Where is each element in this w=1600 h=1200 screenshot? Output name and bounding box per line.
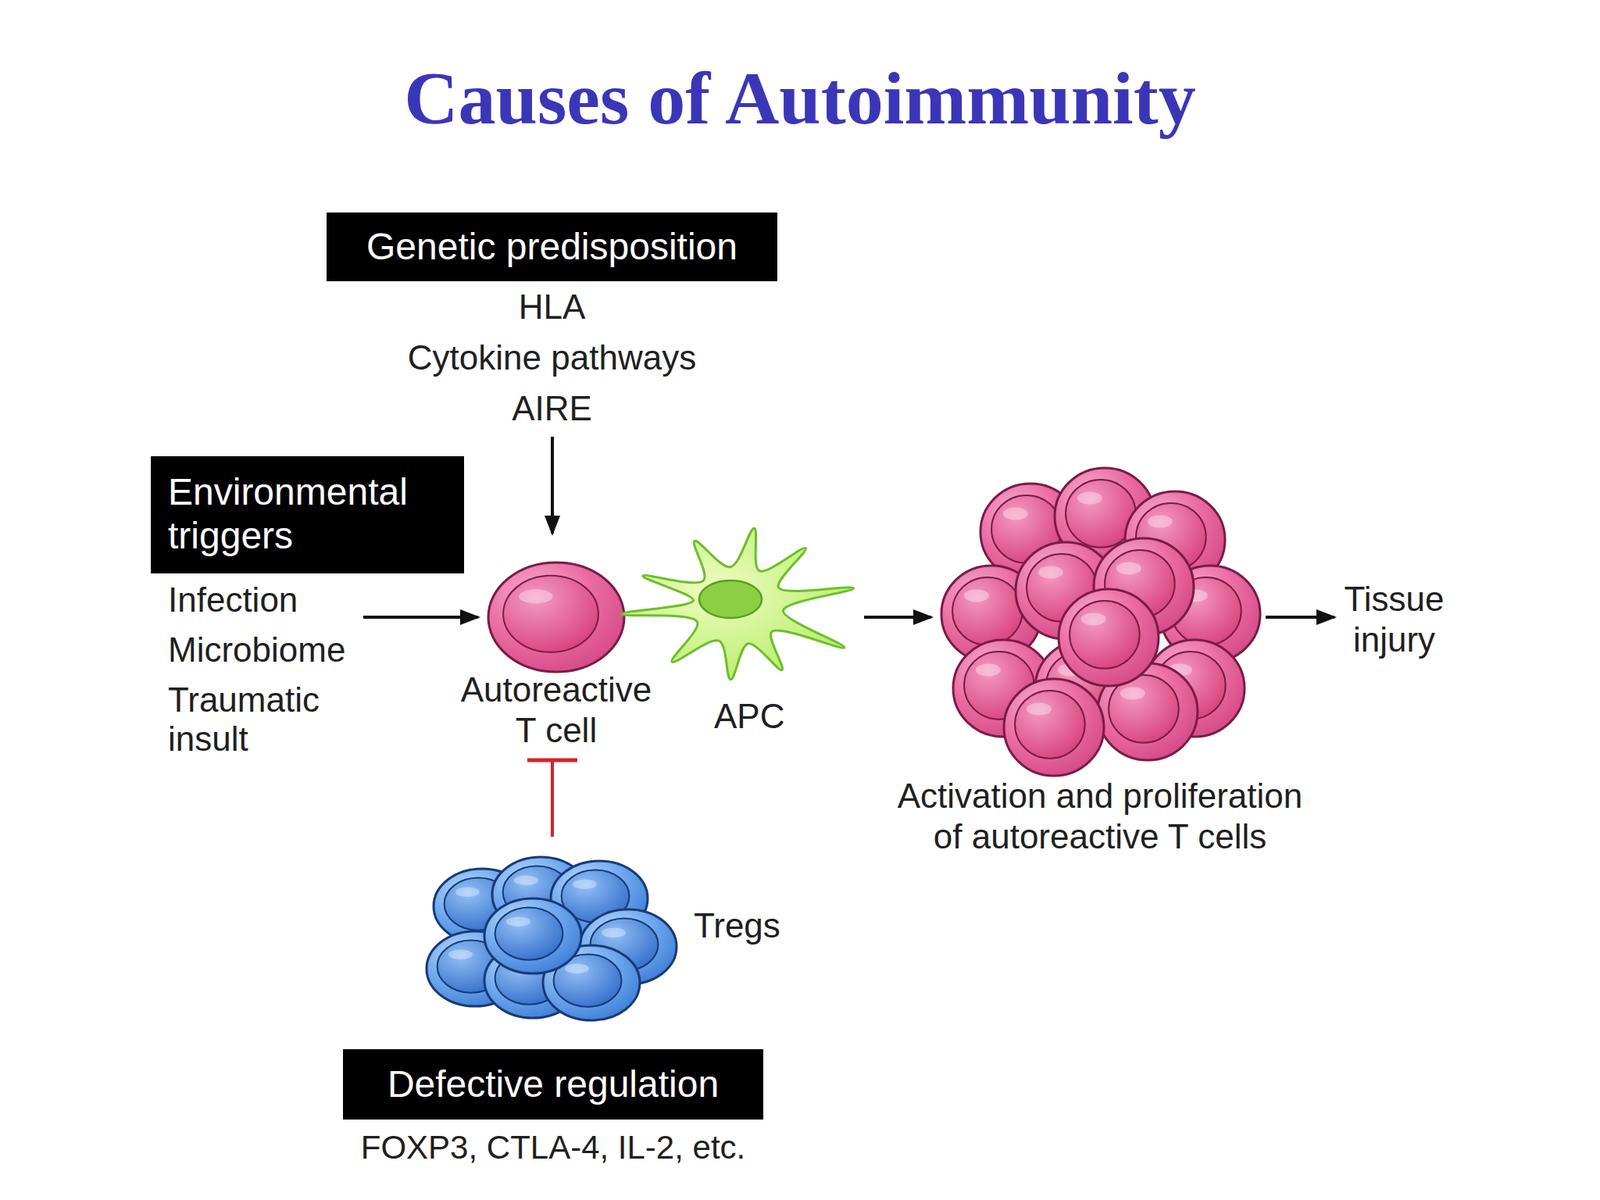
outcome-text: Tissue injury xyxy=(1337,578,1451,661)
factor-item: Cytokine pathways xyxy=(326,332,778,383)
cell-highlight xyxy=(964,589,990,602)
group-heading: Genetic predisposition xyxy=(326,212,778,282)
cell-highlight xyxy=(1120,686,1146,700)
cell-highlight xyxy=(514,875,539,886)
cell-highlight xyxy=(1003,507,1029,520)
t-cell: Autoreactive T cell xyxy=(485,560,627,751)
arrow-connector xyxy=(864,615,932,619)
factor-item: Infection xyxy=(167,580,364,620)
regulation-factor-box: Defective regulationFOXP3, CTLA-4, IL-2,… xyxy=(342,1049,764,1120)
cluster-illustration xyxy=(936,453,1264,781)
cell-highlight xyxy=(601,928,626,938)
factor-item: Microbiome xyxy=(167,630,364,670)
apc-illustration xyxy=(613,511,860,704)
cell-body xyxy=(488,562,625,672)
diagram-title: Causes of Autoimmunity xyxy=(0,55,1600,142)
cell-highlight xyxy=(1147,514,1173,528)
outcome-label: Tissue injury xyxy=(1337,578,1451,661)
cell-nucleus xyxy=(1069,600,1140,669)
cell-label: APC xyxy=(714,696,785,737)
cell-highlight xyxy=(448,950,473,960)
cell-highlight xyxy=(455,887,480,897)
antigen-presenting-cell: APC xyxy=(613,511,860,704)
factor-item: FOXP3, CTLA-4, IL-2, etc. xyxy=(296,1128,811,1168)
factor-item: AIRE xyxy=(326,382,778,434)
dendritic-cell-body xyxy=(621,528,854,680)
cell-highlight xyxy=(518,589,554,604)
cell-highlight xyxy=(975,663,1001,676)
cell-highlight xyxy=(572,879,597,890)
genetic-factor-group: Genetic predispositionHLACytokine pathwa… xyxy=(326,212,778,434)
cell-highlight xyxy=(1116,561,1142,575)
cell-highlight xyxy=(1081,612,1107,625)
factor-item: Traumatic insult xyxy=(167,680,364,759)
environmental-factor-group: Environmental triggersInfectionMicrobiom… xyxy=(167,580,364,770)
arrow-connector xyxy=(363,615,479,619)
cell-body xyxy=(1003,678,1104,776)
group-heading: Environmental triggers xyxy=(150,456,465,574)
cell-nucleus xyxy=(1014,690,1086,759)
cell-highlight xyxy=(1026,702,1052,715)
factor-item: HLA xyxy=(326,281,778,333)
inhibition-connector xyxy=(550,760,554,837)
arrow-connector xyxy=(1265,615,1335,619)
cell-label: Autoreactive T cell xyxy=(450,669,662,751)
treg-cluster: Tregs xyxy=(423,851,682,1033)
cell-highlight xyxy=(1038,565,1064,579)
t-cell-cluster: Activation and proliferation of autoreac… xyxy=(936,453,1264,781)
cell-highlight xyxy=(1077,491,1103,504)
cell-label: Tregs xyxy=(693,905,781,947)
cell-highlight xyxy=(506,917,531,927)
group-heading: Defective regulation xyxy=(342,1049,764,1120)
tcell-illustration xyxy=(485,560,627,675)
cell-nucleus xyxy=(495,907,564,961)
tregs-illustration xyxy=(423,851,682,1033)
cluster-label: Activation and proliferation of autoreac… xyxy=(889,775,1311,858)
arrow-connector xyxy=(550,436,554,534)
dendritic-cell-nucleus xyxy=(699,580,762,618)
cell-nucleus xyxy=(952,577,1023,646)
cell-highlight xyxy=(564,964,590,974)
cell-nucleus xyxy=(503,575,599,653)
cell-body xyxy=(1058,589,1159,686)
cell-body xyxy=(484,898,582,974)
